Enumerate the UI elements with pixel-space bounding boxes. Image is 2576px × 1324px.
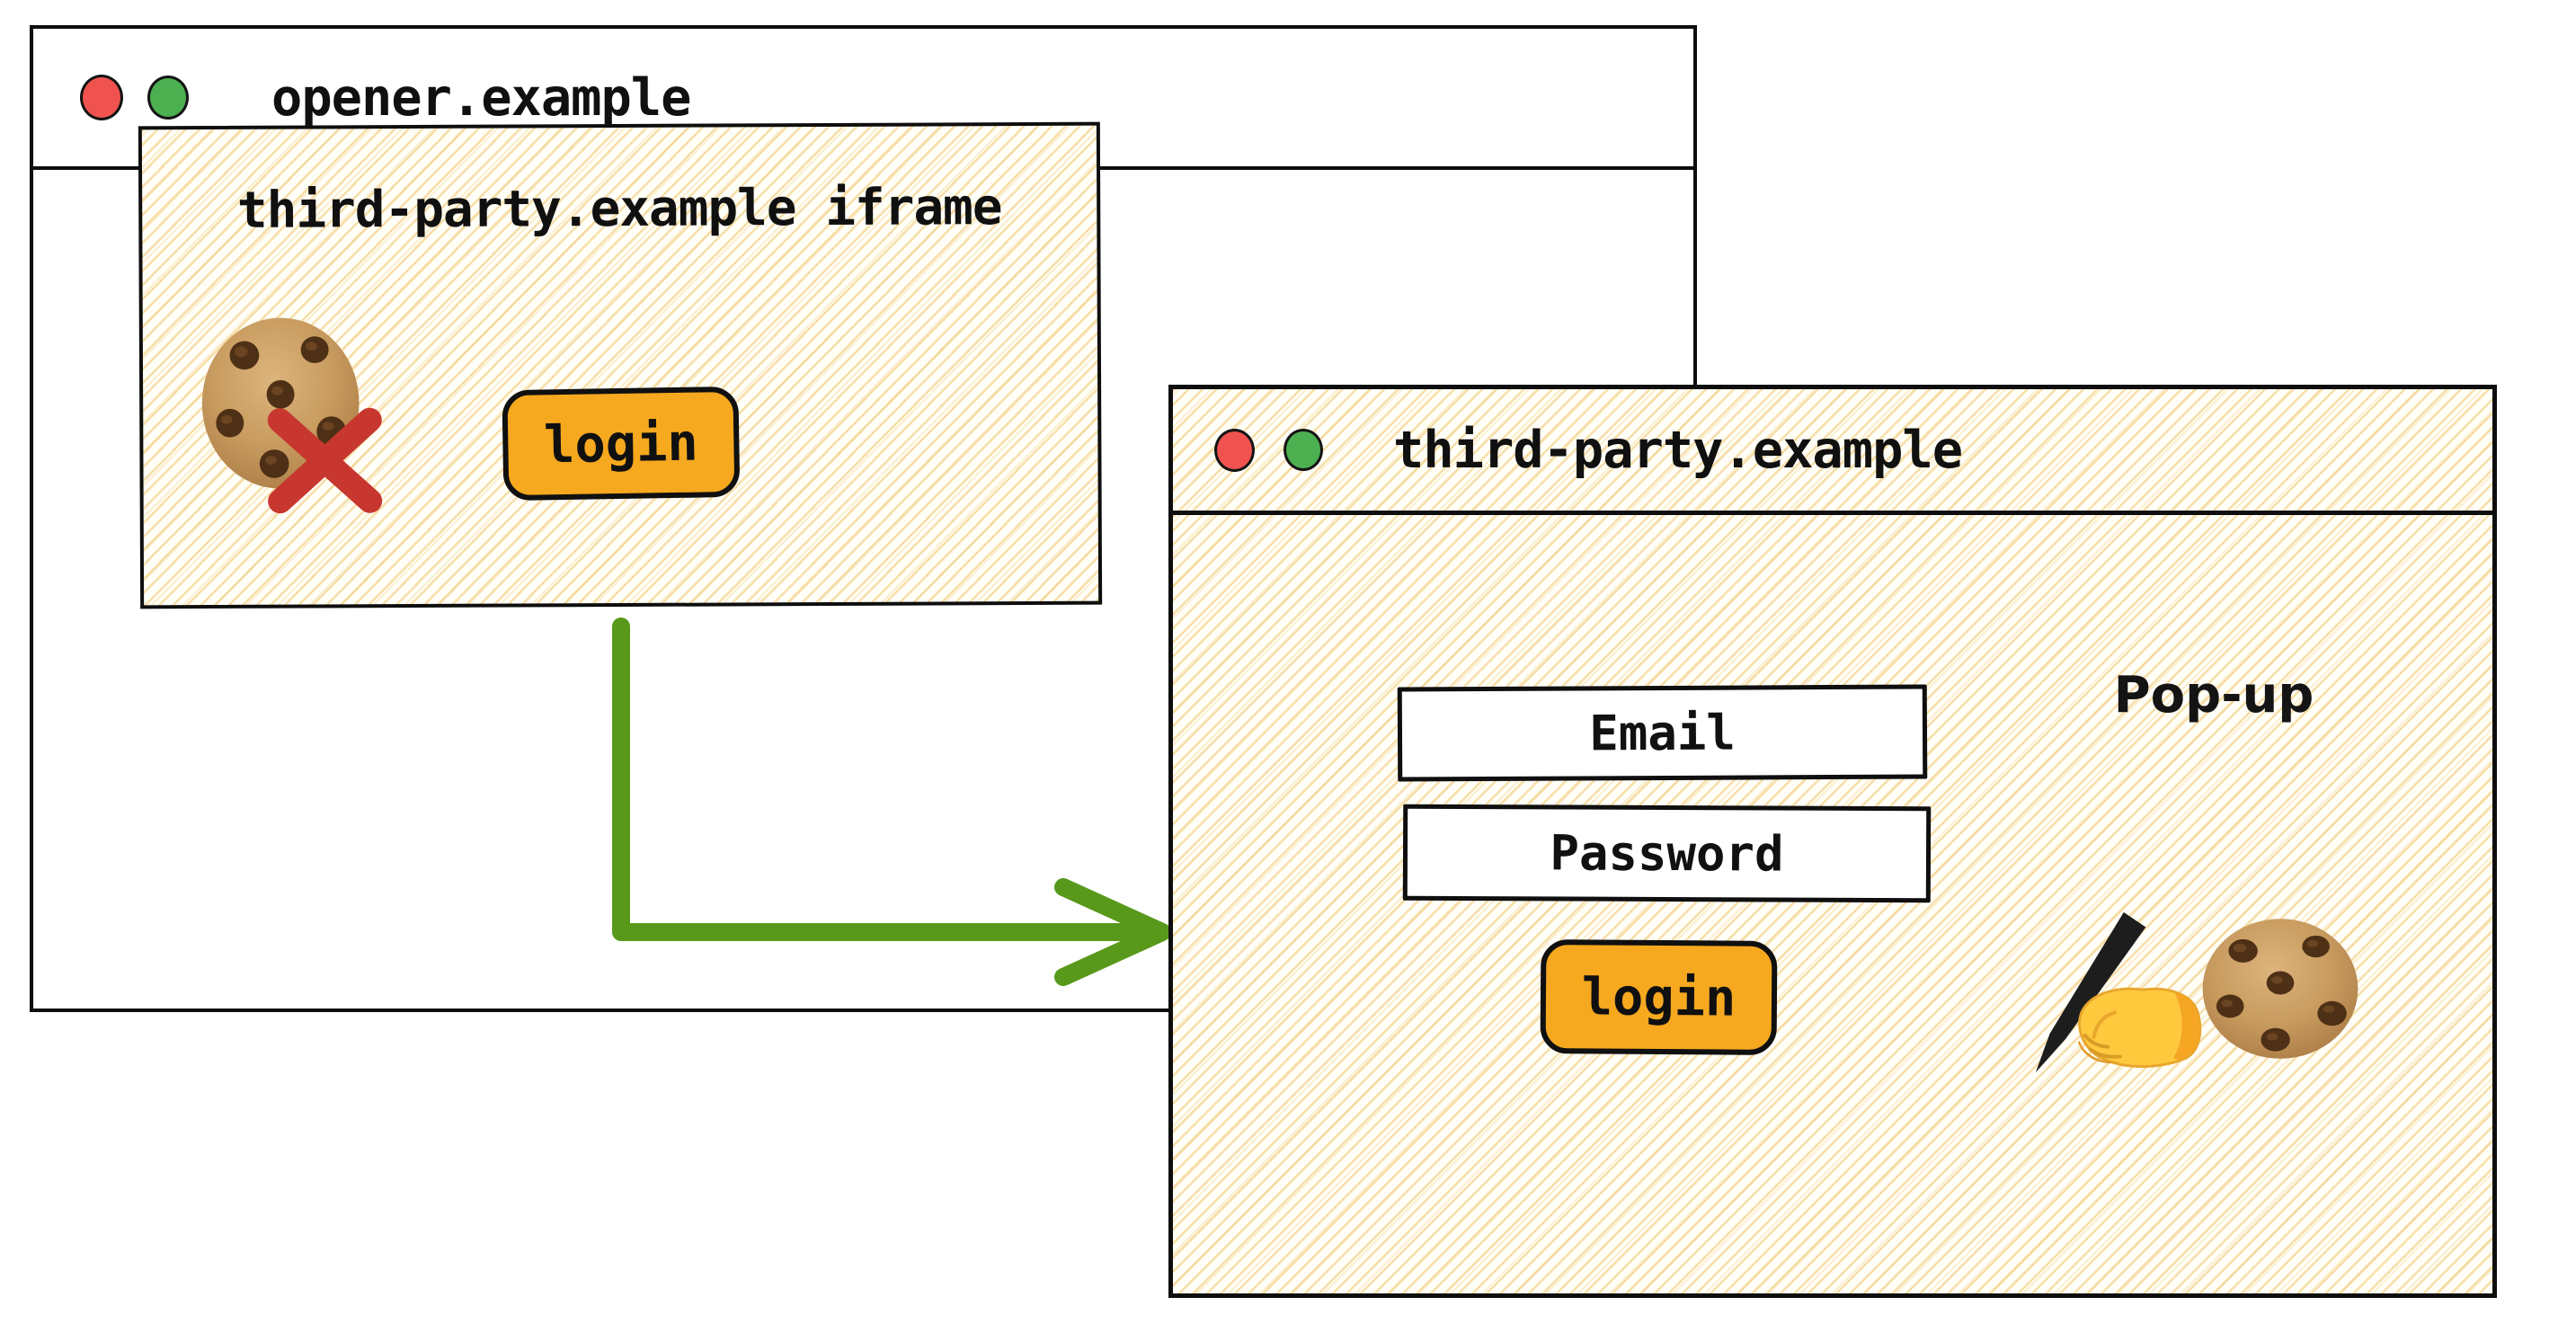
iframe-login-button[interactable]: login [502, 386, 741, 502]
cookie-icon [2199, 916, 2361, 1062]
popup-caption: Pop-up [2113, 666, 2314, 724]
third-party-iframe: third-party.example iframe [138, 121, 1103, 609]
traffic-light-red-icon[interactable] [1214, 428, 1255, 472]
popup-login-button[interactable]: login [1540, 939, 1778, 1055]
password-field[interactable] [1402, 804, 1932, 903]
iframe-title: third-party.example iframe [236, 178, 1002, 240]
traffic-light-green-icon[interactable] [1284, 429, 1323, 471]
popup-titlebar: third-party.example [1173, 389, 2492, 515]
traffic-light-red-icon[interactable] [80, 75, 123, 120]
traffic-light-green-icon[interactable] [147, 76, 189, 120]
flow-arrow [589, 616, 1200, 1002]
writing-hand-icon [2029, 909, 2205, 1076]
popup-window: third-party.example login Pop-up [1168, 385, 2497, 1298]
opener-window-title: opener.example [271, 67, 691, 128]
blocked-cross-icon [265, 407, 385, 514]
email-field[interactable] [1397, 684, 1928, 782]
popup-window-title: third-party.example [1393, 420, 1963, 480]
